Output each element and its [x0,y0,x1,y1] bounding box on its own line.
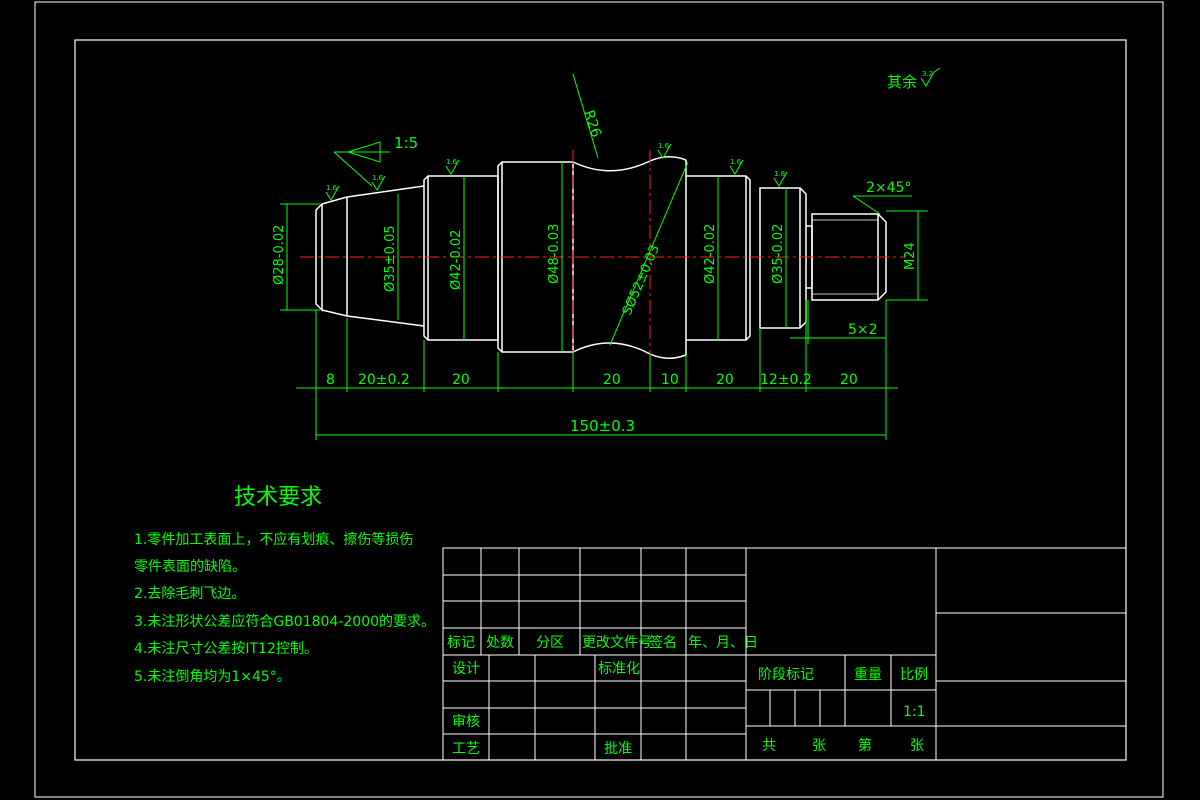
length-l5: 10 [661,372,679,388]
chamfer-label: 2×45° [866,180,911,196]
tb-sheet-unit: 张 [910,738,924,754]
tb-scale: 比例 [900,667,928,683]
tech-item: 零件表面的缺陷。 [134,559,246,575]
length-l1: 8 [326,372,335,388]
tb-review: 审核 [452,714,480,730]
title-block-texts: 标记 处数 分区 更改文件号 签名 年、月、日 设计 标准化 审核 工艺 批准 … [447,634,928,757]
tb-standardize: 标准化 [598,661,640,677]
tech-title: 技术要求 [234,485,322,510]
roughness-value: 1.6 [372,174,384,182]
diameter-d42-right: Ø42-0.02 [703,224,718,284]
tb-zone: 分区 [536,635,564,651]
tech-item: 3.未注形状公差应符合GB01804-2000的要求。 [134,613,435,630]
diameter-d28: Ø28-0.02 [272,225,287,285]
tb-approve: 批准 [604,741,632,757]
tb-mark: 标记 [447,635,475,651]
outer-border [34,1,1164,798]
tb-design: 设计 [452,661,480,677]
length-l3: 20 [452,372,470,388]
tb-signature: 签名 [649,634,677,651]
diameter-d42-left: Ø42-0.02 [449,230,464,290]
general-roughness-label: 其余 [887,73,917,91]
roughness-value: 1.8 [774,170,785,178]
tb-scale-value: 1:1 [903,704,926,720]
undercut-label: 5×2 [848,322,878,338]
diameter-d48: Ø48-0.03 [547,224,562,284]
length-l4: 20 [603,372,621,388]
length-l7: 12±0.2 [760,372,812,388]
dimension-lines [280,73,928,440]
tech-item: 4.未注尺寸公差按IT12控制。 [134,641,318,657]
roughness-value: 1.6 [446,158,458,166]
length-l6: 20 [716,372,734,388]
diameter-d35-right: Ø35-0.02 [771,224,786,284]
technical-requirements: 技术要求 1.零件加工表面上，不应有划痕、擦伤等损伤 零件表面的缺陷。 2.去除… [134,485,435,685]
tb-date: 年、月、日 [688,635,758,651]
thread-m24: M24 [903,242,918,270]
tb-count: 处数 [486,635,514,651]
length-l2: 20±0.2 [358,372,410,388]
tb-change-doc: 更改文件号 [582,635,652,651]
tb-weight: 重量 [854,667,882,683]
tb-sheet-no: 第 [858,737,872,754]
length-total: 150±0.3 [570,417,635,435]
radius-label: R26 [580,108,604,139]
tb-process: 工艺 [452,741,480,757]
roughness-value: 1.6 [326,184,338,192]
diameter-sr52: SØ52±0.03 [620,243,663,318]
taper-ratio: 1:5 [394,134,418,152]
roughness-value: 1.6 [730,158,742,166]
tb-total-sheets: 共 [762,738,776,754]
length-l8: 20 [840,372,858,388]
dimension-texts: 其余 3.2 1.6 1.6 1.6 1.6 1.6 1.8 1:5 R26 2… [272,70,933,435]
tech-item: 5.未注倒角均为1×45°。 [134,669,291,685]
tech-item: 1.零件加工表面上，不应有划痕、擦伤等损伤 [134,531,413,548]
centerlines [300,150,905,368]
general-roughness-value: 3.2 [922,70,933,78]
roughness-symbols [325,67,941,201]
tb-stage-mark: 阶段标记 [758,667,814,683]
tb-sheet-unit: 张 [812,738,826,754]
roughness-value: 1.6 [658,142,670,150]
diameter-d35-left: Ø35±0.05 [383,225,398,292]
title-block-grid [442,547,1127,761]
tech-item: 2.去除毛刺飞边。 [134,586,245,602]
